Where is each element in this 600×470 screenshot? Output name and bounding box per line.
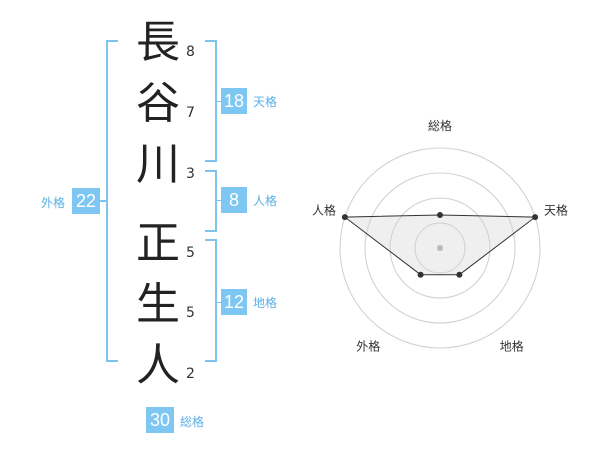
name-char-3: 川: [136, 139, 180, 190]
radar-center-point: [437, 245, 443, 251]
radar-axis-label-2: 天格: [544, 202, 568, 217]
chikaku-value: 12: [221, 289, 247, 315]
radar-series-polygon: [343, 214, 537, 276]
name-char-6: 人: [136, 340, 180, 391]
radar-point-2: [532, 214, 539, 221]
radar-point-3: [456, 271, 463, 278]
stroke-count-2: 7: [186, 105, 195, 121]
tenkaku-label: 天格: [253, 95, 278, 109]
radar-grid-ring: [389, 197, 491, 299]
radar-axis-label-4: 外格: [356, 339, 380, 354]
radar-axis-label-3: 地格: [500, 339, 524, 354]
soukaku-label: 総格: [180, 415, 205, 429]
jinkaku-bracket: [205, 170, 217, 232]
chikaku-connector: [217, 302, 221, 303]
name-char-5: 生: [136, 279, 180, 330]
jinkaku-label: 人格: [253, 194, 278, 208]
chikaku-bracket: [205, 239, 217, 362]
stroke-count-6: 2: [186, 366, 195, 382]
gaikaku-connector: [100, 200, 108, 202]
tenkaku-value: 18: [221, 88, 247, 114]
radar-axis-label-1: 総格: [428, 118, 452, 133]
name-char-2: 谷: [136, 78, 180, 129]
stroke-count-3: 3: [186, 166, 195, 182]
radar-point-4: [417, 271, 424, 278]
stroke-count-4: 5: [186, 245, 195, 261]
radar-point-5: [341, 214, 348, 221]
stroke-count-1: 8: [186, 44, 195, 60]
gaikaku-label: 外格: [41, 196, 66, 210]
soukaku-value: 30: [146, 407, 174, 433]
radar-axis-label-5: 人格: [312, 202, 336, 217]
name-char-1: 長: [136, 17, 180, 68]
radar-grid-ring: [414, 222, 466, 274]
gaikaku-value: 22: [72, 188, 100, 214]
jinkaku-value: 8: [221, 187, 247, 213]
radar-grid-ring: [364, 172, 516, 324]
radar-grid-ring: [339, 147, 541, 349]
stroke-count-5: 5: [186, 305, 195, 321]
tenkaku-bracket: [205, 40, 217, 162]
jinkaku-connector: [217, 200, 221, 201]
name-char-4: 正: [136, 218, 180, 269]
radar-point-1: [437, 212, 443, 218]
tenkaku-connector: [217, 101, 221, 102]
chikaku-label: 地格: [253, 296, 278, 310]
